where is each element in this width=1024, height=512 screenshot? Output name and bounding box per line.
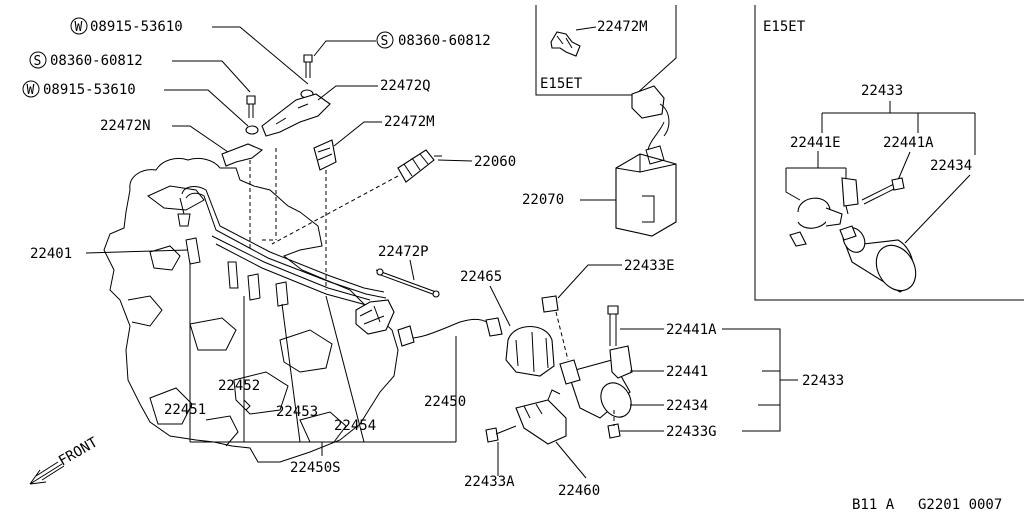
footer-model: B11 A [852,497,895,512]
callout-s-left: 08360-60812 [50,53,143,69]
callout-w-left: 08915-53610 [43,82,136,98]
callout-22433: 22433 [802,373,844,389]
callout-w-top: 08915-53610 [90,19,183,35]
callout-22472N: 22472N [100,118,151,134]
callout-22451: 22451 [164,402,206,418]
top-hardware [221,54,442,290]
callout-22454: 22454 [334,418,376,434]
callouts-top: W 08915-53610 S 08360-60812 W 08915-5361… [22,17,675,327]
callouts-right: 22441A 22441 22434 22433G 22433 [620,322,844,440]
callout-22433G: 22433G [666,424,717,440]
callout-22452: 22452 [218,378,260,394]
inset-large-title: E15ET [763,19,806,35]
washer-marker-left-letter: W [27,83,35,98]
callout-22465: 22465 [460,269,502,285]
callout-22472P: 22472P [378,244,429,260]
harness-22450 [177,186,395,335]
callout-22453: 22453 [276,404,318,420]
callout-22472M: 22472M [384,114,435,130]
screw-marker-left [29,51,47,69]
callout-22460: 22460 [558,483,600,499]
callout-22434: 22434 [666,398,708,414]
inset-large-22441A: 22441A [883,135,934,151]
engine-block [103,157,399,463]
screw-marker-right-letter: S [381,34,389,49]
front-indicator: FRONT [29,434,101,485]
washer-marker-top [70,17,88,35]
screw-marker-right [376,31,394,49]
callout-22433A: 22433A [464,474,515,490]
callout-22433E: 22433E [624,258,675,274]
inset-e15et-large: E15ET 22433 22441E 22441A 22434 [754,5,1024,301]
distributor-area [375,268,633,445]
inset-large-22433: 22433 [861,83,903,99]
inset-large-22434: 22434 [930,158,972,174]
callout-22441: 22441 [666,364,708,380]
inset-e15et-small: E15ET 22472M [535,5,677,96]
inset-large-22441E: 22441E [790,135,841,151]
footer-code: G2201 0007 [918,497,1002,512]
callout-22060: 22060 [474,154,516,170]
callout-22450: 22450 [424,394,466,410]
callout-s-right: 08360-60812 [398,33,491,49]
front-arrow-icon [29,461,65,485]
washer-marker-left [22,80,40,98]
inset-small-part-label: 22472M [597,19,648,35]
callout-22441A: 22441A [666,322,717,338]
callout-22472Q: 22472Q [380,78,431,94]
callout-22450S: 22450S [290,460,341,476]
washer-marker-top-letter: W [75,20,83,35]
module-22070 [615,85,677,237]
callouts-bottom: 22452 22451 22453 22454 22450 22450S 224… [164,262,600,499]
callout-22070: 22070 [522,192,564,208]
inset-small-title: E15ET [540,76,583,92]
front-label: FRONT [56,434,101,469]
callout-22401: 22401 [30,246,72,262]
screw-marker-left-letter: S [34,54,42,69]
